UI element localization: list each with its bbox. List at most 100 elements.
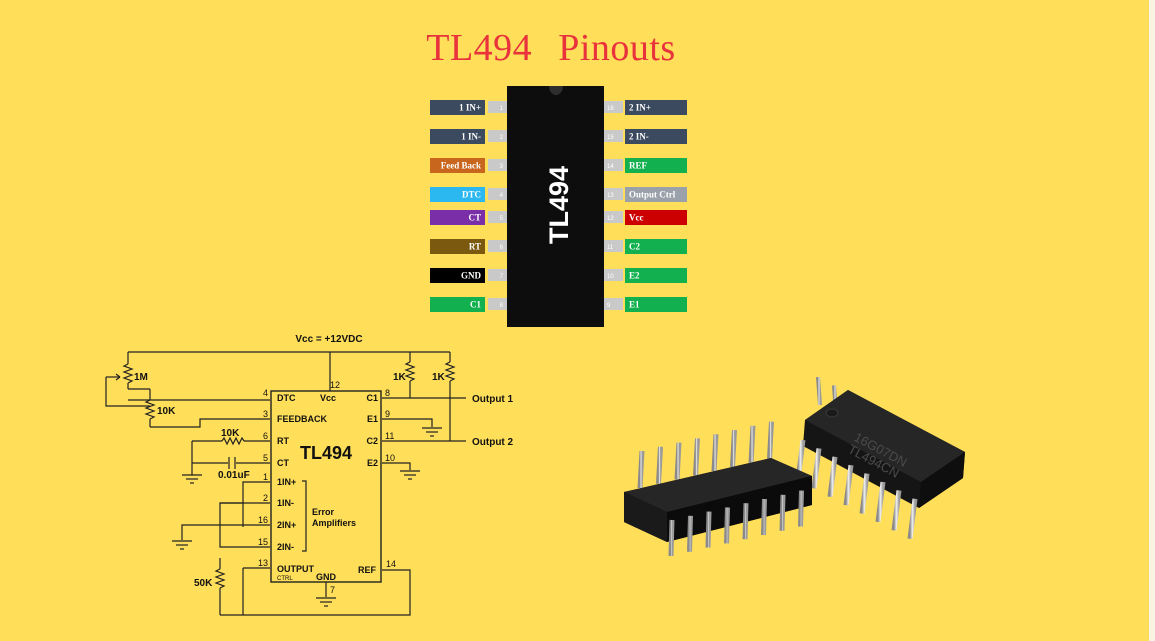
sch-pin-num: 5 xyxy=(263,453,268,463)
chip-pin xyxy=(875,481,886,523)
sch-resistor-10k xyxy=(221,436,245,446)
sch-output-2: Output 2 xyxy=(472,437,514,448)
chip-pin xyxy=(811,448,822,489)
pinout-chip-label: TL494 xyxy=(544,166,574,244)
pinout-pin-left-6: RT 6 xyxy=(430,239,507,254)
sch-pin-num: 13 xyxy=(258,558,268,568)
pin-label-box xyxy=(430,210,485,225)
pin-label-box xyxy=(430,297,485,312)
sch-label-1k-a: 1K xyxy=(393,372,407,383)
pin-number: 6 xyxy=(500,245,504,251)
chip-pin xyxy=(656,446,663,484)
pin-label-box xyxy=(430,239,485,254)
pin-label-box xyxy=(625,100,687,115)
chip-pin xyxy=(891,490,902,531)
sch-vcc-pin-label: Vcc xyxy=(320,393,336,403)
pin-leg xyxy=(604,188,623,200)
sch-pin-left-16: 16 2IN+ xyxy=(258,515,296,530)
pinout-chip-notch xyxy=(549,86,563,95)
sch-pin-num: 1 xyxy=(263,472,268,482)
pin-label-text: 1 IN- xyxy=(461,132,481,142)
pin-number: 2 xyxy=(500,135,504,141)
sch-ground-3 xyxy=(316,597,336,607)
pin-label-box xyxy=(625,268,687,283)
sch-pin-label: C1 xyxy=(366,393,378,403)
chip-pin xyxy=(730,429,737,468)
chip-pin xyxy=(637,450,645,489)
sch-pin-num: 4 xyxy=(263,388,268,398)
sch-ground-1 xyxy=(182,474,202,484)
chip-pin xyxy=(687,515,693,552)
sch-pin-num: 11 xyxy=(385,431,394,441)
pin-leg xyxy=(604,101,623,113)
pin-leg xyxy=(604,130,623,142)
sch-resistor-1k-b xyxy=(444,361,456,382)
chip-pin xyxy=(843,464,854,506)
pin-leg xyxy=(488,159,507,171)
sch-pin-num: 3 xyxy=(263,409,268,419)
pin-leg xyxy=(488,269,507,281)
pinout-chip-body xyxy=(507,86,604,327)
chip-back: 16G07DN TL494CN xyxy=(795,376,965,540)
pin-label-box xyxy=(625,129,687,144)
pin-label-box xyxy=(625,210,687,225)
sch-ref-label: REF xyxy=(358,565,377,575)
sch-label-50k: 50K xyxy=(194,578,213,589)
sch-ground-2 xyxy=(172,540,192,550)
pin-number: 9 xyxy=(607,303,611,309)
schematic: Vcc = +12VDC 1M 10K 10K 0.01uF xyxy=(105,334,514,616)
sch-gnd-num: 7 xyxy=(330,585,335,595)
sch-gnd-label: GND xyxy=(316,572,337,582)
sch-pin-num: 8 xyxy=(385,388,390,398)
sch-pin-label: 1IN- xyxy=(277,498,294,508)
pin-leg xyxy=(488,211,507,223)
pin-label-text: 2 IN- xyxy=(629,132,649,142)
pin-leg xyxy=(488,188,507,200)
chips-photo: 16G07DN TL494CN xyxy=(624,376,965,557)
sch-pin-left-13: 13 xyxy=(258,558,268,568)
pin-label-box xyxy=(625,297,687,312)
sch-label-cap: 0.01uF xyxy=(218,470,250,481)
pin-number: 10 xyxy=(607,274,614,280)
title-part-1: TL494 xyxy=(426,27,533,69)
sch-pin-num: 6 xyxy=(263,431,268,441)
chip-pin xyxy=(711,434,719,472)
sch-resistor-1m xyxy=(122,363,134,384)
chip-pin xyxy=(693,438,700,476)
pin-number: 1 xyxy=(500,106,504,112)
chip-pin xyxy=(761,498,767,536)
sch-vcc-label: Vcc = +12VDC xyxy=(295,334,362,345)
pin-label-text: Vcc xyxy=(629,213,644,223)
sch-pin-label: 2IN+ xyxy=(277,520,296,530)
pin-leg xyxy=(604,298,623,310)
sch-error-bracket xyxy=(302,480,307,552)
pin-label-text: RT xyxy=(469,242,481,252)
sch-pin-num: 10 xyxy=(385,453,395,463)
sch-pin-num: 9 xyxy=(385,409,390,419)
pin-leg xyxy=(488,240,507,252)
chip-pin xyxy=(748,425,756,463)
pin-number: 5 xyxy=(500,216,504,222)
chip-pin xyxy=(859,473,870,514)
sch-pin-num: 16 xyxy=(258,515,268,525)
sch-label-10k-pot: 10K xyxy=(157,406,176,417)
pin-number: 11 xyxy=(607,245,614,251)
pin-label-box xyxy=(625,187,687,202)
pinout-pin-left-2: 1 IN- 2 xyxy=(430,129,507,144)
